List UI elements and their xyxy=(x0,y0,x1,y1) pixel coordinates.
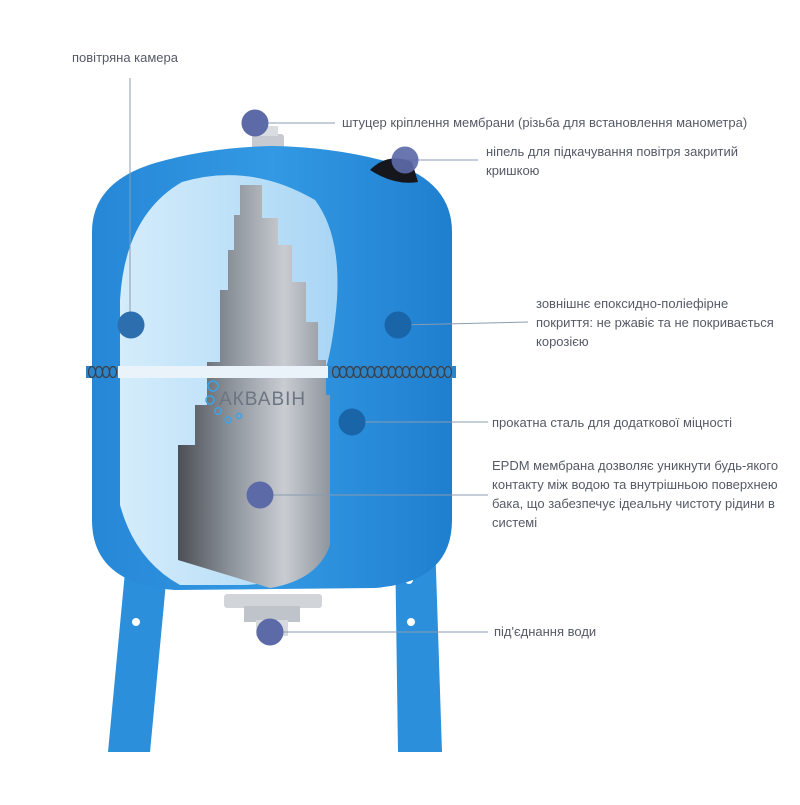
weld-seam xyxy=(86,365,456,379)
marker-air-chamber xyxy=(117,311,145,339)
marker-epdm xyxy=(246,481,274,509)
marker-coating xyxy=(384,311,412,339)
label-water-connection: під'єднання води xyxy=(494,624,597,639)
label-air-chamber: повітряна камера xyxy=(72,50,178,65)
brand-logo: АКВАВІН xyxy=(205,380,306,424)
label-membrane-fitting: штуцер кріплення мембрани (різьба для вс… xyxy=(342,115,748,130)
tank-leg-left xyxy=(108,540,170,752)
marker-membrane-fitting xyxy=(241,109,269,137)
marker-rolled-steel xyxy=(338,408,366,436)
label-rolled-steel: прокатна сталь для додаткової міцності xyxy=(492,415,733,430)
tank-leg-right xyxy=(395,540,442,752)
brand-logo-text: АКВАВІН xyxy=(219,389,306,410)
leader-coating xyxy=(399,321,529,326)
marker-air-nipple xyxy=(391,146,419,174)
label-coating: зовнішнє епоксидно-поліефірне покриття: … xyxy=(536,296,774,349)
logo-bubble-icon xyxy=(207,380,219,392)
marker-water-connection xyxy=(256,618,284,646)
label-epdm: EPDM мембрана дозволяє уникнути будь-яко… xyxy=(492,458,779,530)
label-air-nipple: ніпель для підкачування повітря закритий… xyxy=(486,144,739,178)
epdm-membrane xyxy=(178,185,330,588)
